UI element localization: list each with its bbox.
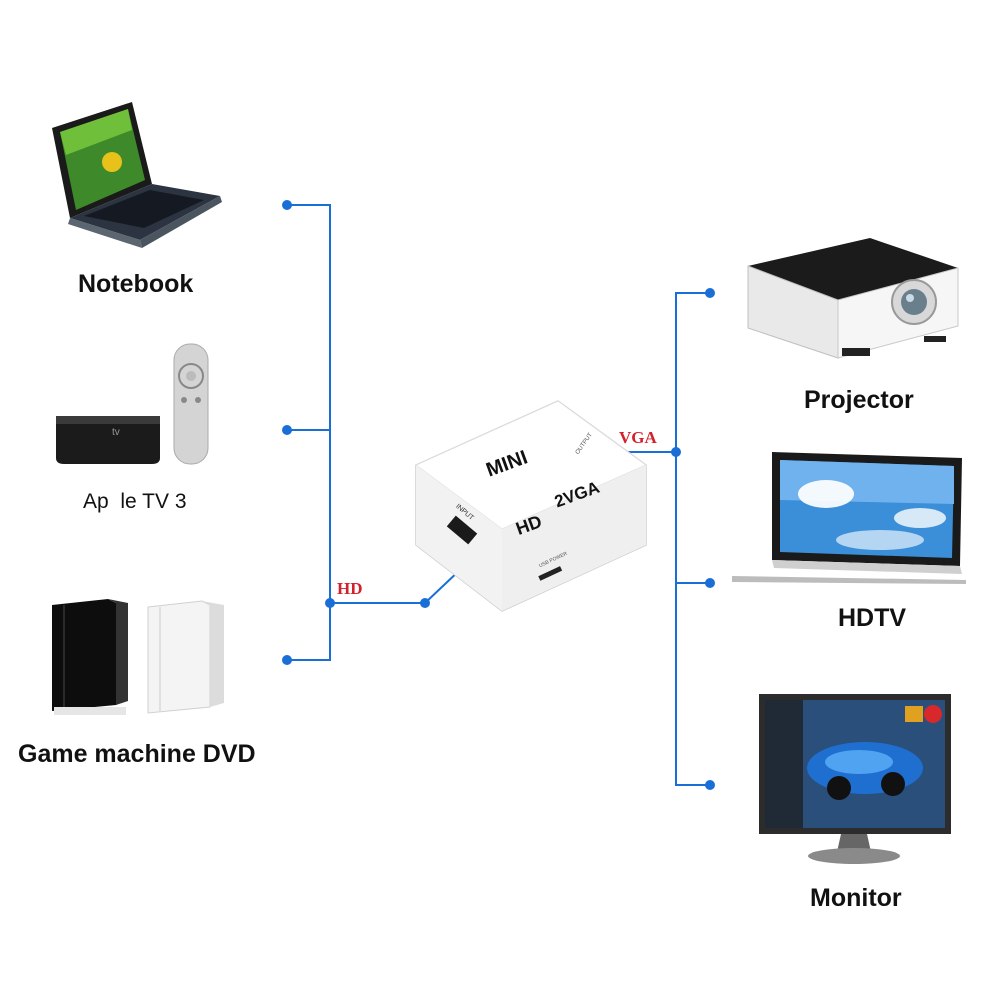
monitor-icon <box>755 692 955 872</box>
hdtv-label: HDTV <box>838 604 907 632</box>
output-bus-line <box>675 292 710 786</box>
wire-node-hdtv <box>705 578 715 588</box>
monitor-label: Monitor <box>810 884 902 912</box>
wire-node-appletv <box>282 425 292 435</box>
projector-icon <box>744 236 962 364</box>
wire-node-notebook <box>282 200 292 210</box>
game-console-icon <box>44 595 234 720</box>
wire-node-monitor <box>705 780 715 790</box>
hdtv-icon <box>730 448 966 588</box>
laptop-icon <box>40 100 225 250</box>
apple-tv-label: Ap le TV 3 <box>83 490 187 513</box>
projector-label: Projector <box>804 386 914 414</box>
mini-hdmi-to-vga-converter: MINI HD 2VGA INPUT OUTPUT USB POWER <box>410 395 655 620</box>
wire-node-projector <box>705 288 715 298</box>
vga-signal-label: VGA <box>619 428 657 447</box>
game-machine-label: Game machine DVD <box>18 740 256 768</box>
wire-node-game <box>282 655 292 665</box>
wire-node-converter-input <box>420 598 430 608</box>
svg-text:tv: tv <box>112 427 120 438</box>
hd-signal-label: HD <box>337 579 363 598</box>
input-bus-line <box>287 204 331 661</box>
wire-node-input-junction <box>325 598 335 608</box>
wire-node-output-junction <box>671 447 681 457</box>
apple-tv-icon: tv <box>50 338 220 473</box>
notebook-label: Notebook <box>78 270 194 298</box>
